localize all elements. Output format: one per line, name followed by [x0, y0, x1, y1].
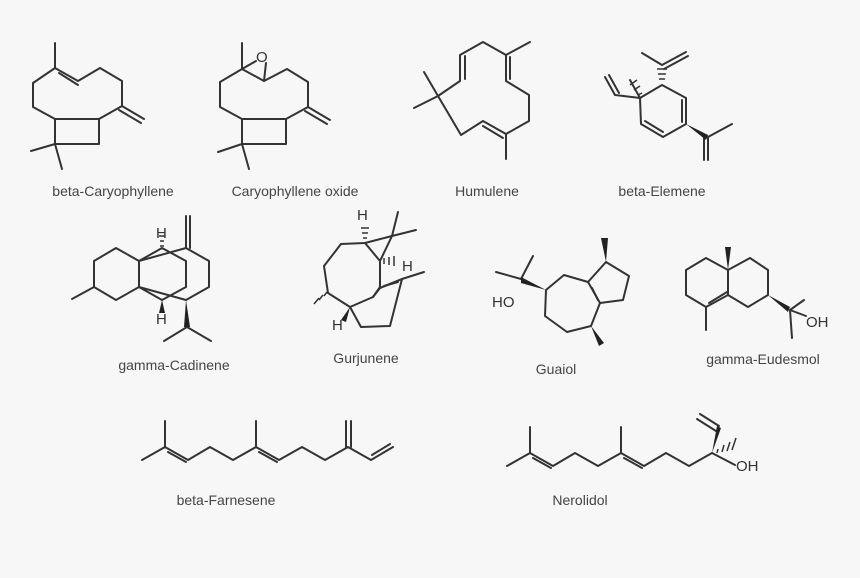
gurjunene-h-bottom: H [332, 317, 343, 334]
gurjunene-h-right: H [402, 258, 413, 275]
structure-beta-elemene [604, 51, 733, 161]
guaiol-hydroxyl: HO [492, 294, 515, 311]
structure-beta-caryophyllene [30, 42, 145, 170]
label-beta-elemene: beta-Elemene [618, 183, 706, 199]
label-beta-farnesene: beta-Farnesene [176, 492, 276, 508]
label-gurjunene: Gurjunene [333, 350, 399, 366]
elemene-hash-bond-1 [657, 68, 667, 80]
gurjunene-h-top: H [357, 207, 368, 224]
structure-caryophyllene-oxide: O [217, 42, 331, 170]
structure-humulene [413, 41, 531, 160]
nerolidol-hydroxyl: OH [736, 458, 759, 475]
cadinene-h-bottom: H [156, 311, 167, 328]
structure-beta-farnesene [141, 420, 394, 463]
label-gamma-eudesmol: gamma-Eudesmol [706, 351, 820, 367]
epoxide-oxygen-label: O [256, 49, 268, 66]
cadinene-h-top: H [156, 225, 167, 242]
eudesmol-hydroxyl: OH [806, 314, 829, 331]
nerolidol-hash-bond [716, 437, 737, 454]
label-nerolidol: Nerolidol [552, 492, 608, 508]
gurjunene-hash-bonds [313, 227, 395, 305]
structure-gamma-eudesmol: OH [685, 247, 829, 339]
label-caryophyllene-oxide: Caryophyllene oxide [231, 183, 359, 199]
structure-gamma-cadinene: H H [71, 215, 212, 342]
cadinene-hash-bond [159, 235, 165, 247]
label-gamma-cadinene: gamma-Cadinene [118, 357, 230, 373]
structure-guaiol: HO [492, 238, 630, 346]
structure-gurjunene: H H H [313, 207, 425, 334]
structure-nerolidol: OH [506, 413, 759, 475]
elemene-hash-bond-2 [629, 79, 643, 96]
label-guaiol: Guaiol [535, 361, 577, 377]
label-humulene: Humulene [455, 183, 519, 199]
label-beta-caryophyllene: beta-Caryophyllene [52, 183, 174, 199]
